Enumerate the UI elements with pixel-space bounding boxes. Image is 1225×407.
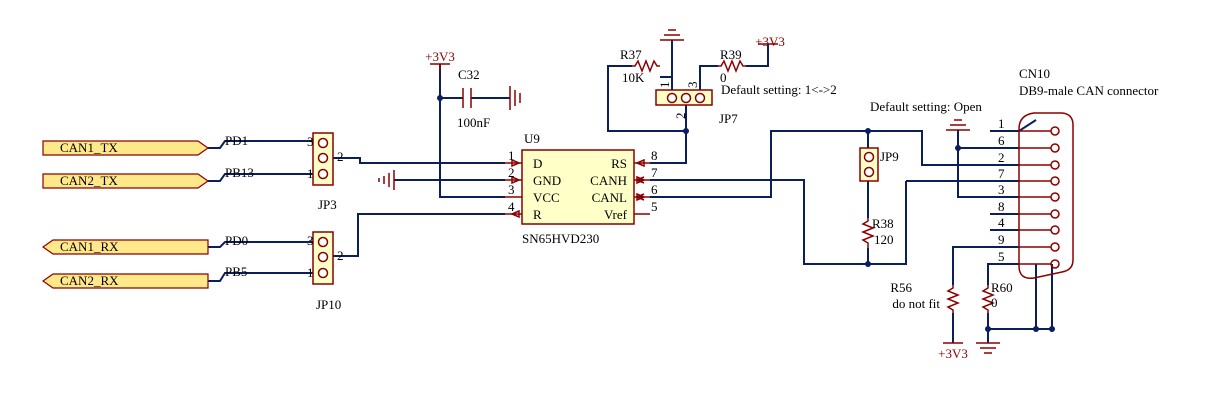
u9-ref: U9 bbox=[524, 131, 540, 146]
cn10-pin: 2 bbox=[998, 150, 1005, 165]
ground-icon bbox=[946, 119, 970, 131]
power-label-3v3-b: +3V3 bbox=[755, 34, 785, 49]
u9-pin-num: 5 bbox=[651, 199, 658, 214]
c32-value: 100nF bbox=[457, 115, 490, 130]
resistor-r37: R37 10K bbox=[620, 47, 660, 85]
cn10-pin: 7 bbox=[998, 166, 1005, 181]
cn10-pin: 5 bbox=[998, 249, 1005, 264]
cn10-ref: CN10 bbox=[1019, 66, 1050, 81]
port-can2-tx: CAN2_TX bbox=[42, 173, 210, 189]
r37-ref: R37 bbox=[620, 47, 642, 62]
net-label-pb5: PB5 bbox=[225, 264, 247, 279]
ground-icon bbox=[660, 29, 684, 41]
port-can1-tx-label: CAN1_TX bbox=[60, 140, 118, 155]
net-label-pb13: PB13 bbox=[225, 165, 254, 180]
u9-part: SN65HVD230 bbox=[522, 231, 599, 246]
r56-ref: R56 bbox=[890, 280, 912, 295]
jp10-pin-1: 1 bbox=[307, 265, 314, 280]
jp9-ref: JP9 bbox=[880, 149, 899, 164]
jumper-jp9: Default setting: Open JP9 bbox=[859, 99, 982, 182]
jumper-jp3: 3 2 1 JP3 bbox=[307, 132, 344, 212]
u9-pin-num: 4 bbox=[508, 199, 515, 214]
power-3v3-bottom: +3V3 bbox=[938, 342, 968, 361]
u9-pin-name: CANL bbox=[592, 190, 627, 205]
power-3v3-r39: +3V3 bbox=[755, 34, 785, 49]
jp9-note: Default setting: Open bbox=[870, 99, 982, 114]
jumper-jp10: 3 2 1 JP10 bbox=[307, 231, 344, 312]
u9-pin-name: GND bbox=[533, 173, 561, 188]
port-can2-rx-label: CAN2_RX bbox=[60, 273, 119, 288]
resistor-r60: R60 0 bbox=[980, 280, 1013, 313]
jp7-ref: JP7 bbox=[719, 111, 738, 126]
r39-value: 0 bbox=[720, 70, 727, 85]
r56-value: do not fit bbox=[892, 296, 940, 311]
jp3-ref: JP3 bbox=[318, 197, 337, 212]
c32-ref: C32 bbox=[458, 67, 480, 82]
cn10-pin: 9 bbox=[998, 232, 1005, 247]
port-can1-rx: CAN1_RX bbox=[41, 239, 209, 255]
u9-pin-name: RS bbox=[611, 156, 627, 171]
u9-pin-num: 2 bbox=[508, 165, 515, 180]
ic-u9: U9 1 2 3 4 D GND VCC R RS CANH CANL Vref… bbox=[505, 131, 658, 246]
power-label-3v3-a: +3V3 bbox=[425, 49, 455, 64]
cn10-pin: 4 bbox=[998, 215, 1005, 230]
jp3-pin-1: 1 bbox=[307, 166, 314, 181]
r60-ref: R60 bbox=[991, 280, 1013, 295]
jp3-pin-2: 2 bbox=[337, 149, 344, 164]
r60-value: 0 bbox=[991, 295, 998, 310]
ground-icon bbox=[976, 342, 1000, 354]
jp7-pin-3: 3 bbox=[685, 82, 700, 89]
u9-pin-num: 8 bbox=[651, 148, 658, 163]
u9-pin-name: CANH bbox=[590, 173, 627, 188]
connector-cn10: CN10 DB9-male CAN connector 1 6 2 7 3 8 … bbox=[998, 66, 1159, 279]
jp7-note: Default setting: 1<->2 bbox=[721, 82, 837, 97]
r39-ref: R39 bbox=[720, 47, 742, 62]
jp7-pin-1: 1 bbox=[657, 82, 672, 89]
cn10-desc: DB9-male CAN connector bbox=[1019, 83, 1159, 98]
ground-icon bbox=[509, 86, 521, 110]
u9-pin-name: VCC bbox=[533, 190, 560, 205]
ground-icon bbox=[378, 170, 395, 190]
port-can1-tx: CAN1_TX bbox=[42, 140, 210, 156]
junctions bbox=[437, 95, 1055, 332]
r38-value: 120 bbox=[874, 232, 894, 247]
jp10-pin-2: 2 bbox=[337, 248, 344, 263]
u9-pin-num: 6 bbox=[651, 182, 658, 197]
power-label-3v3-c: +3V3 bbox=[938, 346, 968, 361]
jp7-pin-2: 2 bbox=[673, 113, 688, 120]
u9-pin-name: Vref bbox=[604, 207, 628, 222]
cn10-pin: 6 bbox=[998, 133, 1005, 148]
net-label-pd0: PD0 bbox=[225, 233, 248, 248]
resistor-r56: R56 do not fit bbox=[890, 280, 961, 313]
jumper-jp7: 1 2 3 JP7 Default setting: 1<->2 bbox=[655, 82, 837, 126]
capacitor-c32: C32 100nF bbox=[457, 67, 490, 130]
cn10-pin: 3 bbox=[998, 182, 1005, 197]
r37-value: 10K bbox=[622, 70, 645, 85]
u9-pin-num: 1 bbox=[508, 148, 515, 163]
port-can2-tx-label: CAN2_TX bbox=[60, 173, 118, 188]
resistor-r38: R38 120 bbox=[860, 216, 894, 248]
net-label-pd1: PD1 bbox=[225, 133, 248, 148]
jp3-pin-3: 3 bbox=[307, 134, 314, 149]
u9-pin-name: R bbox=[533, 207, 542, 222]
u9-pin-name: D bbox=[533, 156, 542, 171]
jp10-pin-3: 3 bbox=[307, 233, 314, 248]
wires bbox=[208, 40, 1053, 343]
port-can2-rx: CAN2_RX bbox=[41, 273, 209, 289]
port-can1-rx-label: CAN1_RX bbox=[60, 239, 119, 254]
r38-ref: R38 bbox=[872, 216, 894, 231]
cn10-pin: 1 bbox=[998, 116, 1005, 131]
jp10-ref: JP10 bbox=[316, 297, 341, 312]
resistor-r39: R39 0 bbox=[718, 47, 746, 85]
power-3v3-cap: +3V3 bbox=[425, 49, 455, 72]
u9-pin-num: 7 bbox=[651, 165, 658, 180]
cn10-pin: 8 bbox=[998, 199, 1005, 214]
u9-pin-num: 3 bbox=[508, 182, 515, 197]
